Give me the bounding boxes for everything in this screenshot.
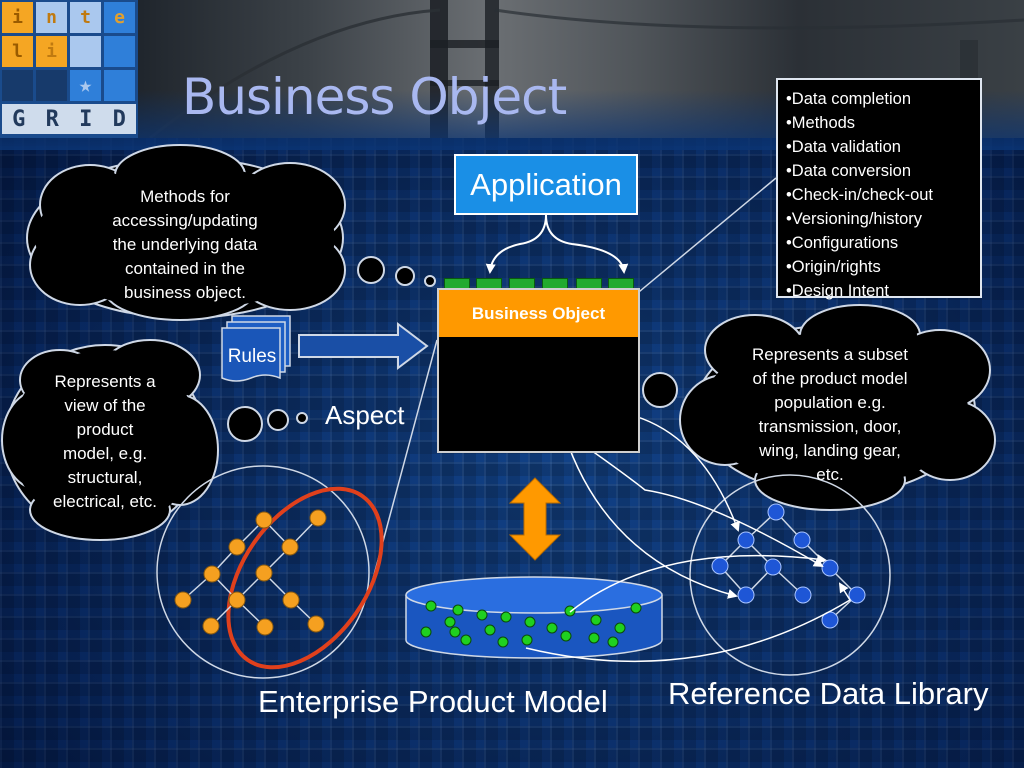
enterprise-product-model-label: Enterprise Product Model bbox=[258, 684, 608, 719]
bubble-line: wing, landing gear, bbox=[759, 441, 901, 460]
logo-wordmark: G R I D bbox=[2, 104, 136, 134]
reference-data-library-label: Reference Data Library bbox=[668, 676, 989, 711]
thought-dot bbox=[296, 412, 308, 424]
app-connector-left bbox=[485, 214, 547, 274]
thought-dot bbox=[227, 406, 263, 442]
feature-item: •Data validation bbox=[786, 138, 901, 156]
thought-dot bbox=[424, 275, 436, 287]
rules-label: Rules bbox=[227, 346, 277, 367]
reference-circle bbox=[689, 474, 891, 676]
feature-item: •Data completion bbox=[786, 90, 912, 108]
logo-cell bbox=[70, 36, 101, 67]
logo-letter: G bbox=[12, 106, 26, 132]
enterprise-circle bbox=[156, 465, 370, 679]
rules-arrow-icon bbox=[298, 321, 429, 371]
star-icon: ★ bbox=[70, 70, 101, 101]
logo-cell: e bbox=[104, 2, 135, 33]
bubble-line: model, e.g. bbox=[62, 444, 148, 463]
connector-line bbox=[621, 177, 777, 307]
bubble-line: electrical, etc. bbox=[53, 492, 157, 511]
flow-curve bbox=[569, 554, 827, 613]
aspect-label: Aspect bbox=[325, 400, 405, 430]
features-list: •Data completion •Methods •Data validati… bbox=[776, 78, 982, 300]
thought-dot bbox=[267, 409, 289, 431]
enterprise-data-dots bbox=[420, 600, 642, 648]
feature-item: •Data conversion bbox=[786, 162, 912, 180]
feature-item: •Methods bbox=[786, 114, 856, 132]
intelligrid-logo: i n t e l i ★ G R I D bbox=[0, 0, 138, 138]
flow-curve bbox=[559, 419, 738, 599]
logo-cell: n bbox=[36, 2, 67, 33]
feature-item: •Versioning/history bbox=[786, 210, 923, 228]
methods-bubble-text: Methods for accessing/updating the under… bbox=[60, 185, 310, 305]
logo-cell bbox=[104, 70, 135, 101]
logo-letter: D bbox=[112, 106, 126, 132]
bubble-line: product bbox=[76, 420, 134, 439]
thought-dot bbox=[395, 266, 415, 286]
bubble-line: population e.g. bbox=[774, 393, 886, 412]
logo-letter: I bbox=[79, 106, 93, 132]
feature-item: •Design Intent bbox=[786, 282, 890, 300]
slide-title: Business Object bbox=[182, 68, 567, 126]
bubble-line: the underlying data bbox=[112, 235, 258, 254]
logo-cell: l bbox=[2, 36, 33, 67]
bubble-line: transmission, door, bbox=[758, 417, 902, 436]
logo-cell: i bbox=[36, 36, 67, 67]
feature-item: •Check-in/check-out bbox=[786, 186, 934, 204]
enterprise-tree-edges bbox=[182, 517, 319, 628]
app-connector-right bbox=[545, 214, 629, 274]
logo-cell bbox=[36, 70, 67, 101]
thought-dot bbox=[357, 256, 385, 284]
bubble-line: contained in the bbox=[124, 259, 246, 278]
business-object-box: Business Object bbox=[437, 288, 640, 453]
bubble-line: view of the bbox=[64, 396, 146, 415]
bubble-line: Represents a subset bbox=[752, 345, 908, 364]
double-arrow-icon bbox=[508, 477, 562, 561]
logo-cell: t bbox=[70, 2, 101, 33]
reference-tree-nodes bbox=[711, 503, 866, 629]
view-bubble-text: Represents a view of the product model, … bbox=[20, 370, 190, 514]
rules-document-icon bbox=[221, 315, 291, 382]
logo-cell bbox=[104, 36, 135, 67]
logo-letter: R bbox=[45, 106, 59, 132]
flow-curve bbox=[525, 582, 852, 663]
aspect-ring bbox=[226, 486, 384, 670]
business-object-header: Business Object bbox=[439, 290, 638, 337]
feature-item: •Origin/rights bbox=[786, 258, 881, 276]
bubble-line: Methods for bbox=[140, 187, 230, 206]
bubble-line: accessing/updating bbox=[112, 211, 258, 230]
thought-dot bbox=[642, 372, 678, 408]
bubble-line: etc. bbox=[816, 465, 844, 484]
application-box: Application bbox=[454, 154, 638, 215]
logo-cell: i bbox=[2, 2, 33, 33]
bubble-line: Represents a bbox=[54, 372, 156, 391]
bubble-line: structural, bbox=[67, 468, 143, 487]
feature-item: •Configurations bbox=[786, 234, 899, 252]
bubble-line: business object. bbox=[124, 283, 246, 302]
enterprise-database-icon bbox=[405, 576, 663, 659]
subset-bubble-text: Represents a subset of the product model… bbox=[715, 343, 945, 487]
enterprise-tree-nodes bbox=[174, 509, 327, 636]
bubble-line: of the product model bbox=[752, 369, 908, 388]
logo-cell bbox=[2, 70, 33, 101]
